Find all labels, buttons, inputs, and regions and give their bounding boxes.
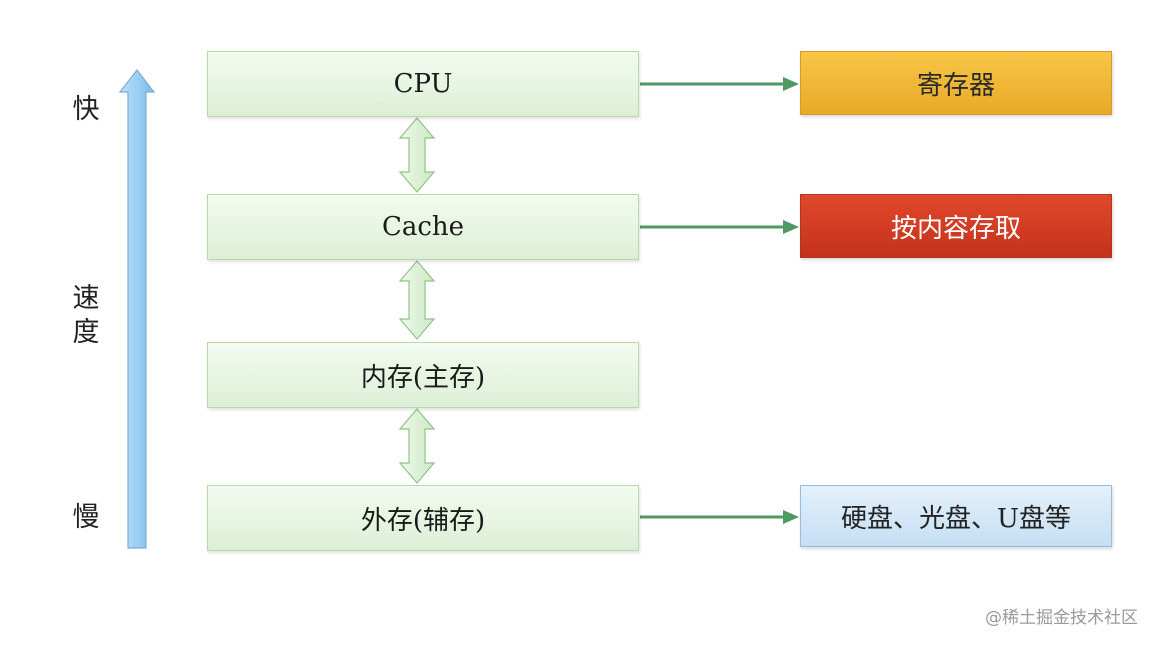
target-content-access-label: 按内容存取 [890, 213, 1021, 244]
target-disk-label: 硬盘、光盘、U盘等 [841, 503, 1071, 534]
speed-label-fast: 快 [72, 94, 100, 125]
double-arrow-cache-main-icon [398, 260, 436, 340]
level-main-memory: 内存(主存) [207, 342, 639, 408]
target-content-access: 按内容存取 [800, 194, 1112, 258]
speed-arrow-icon [118, 69, 156, 549]
level-cpu: CPU [207, 51, 639, 117]
level-external-memory: 外存(辅存) [207, 485, 639, 551]
level-external-memory-label: 外存(辅存) [360, 505, 486, 536]
level-cache-label: Cache [381, 212, 465, 242]
level-cpu-label: CPU [393, 69, 453, 99]
target-register: 寄存器 [800, 51, 1112, 115]
target-register-label: 寄存器 [916, 70, 995, 101]
level-main-memory-label: 内存(主存) [360, 362, 486, 393]
speed-label-speed: 速 度 [72, 283, 100, 348]
speed-label-slow: 慢 [72, 502, 100, 533]
double-arrow-cpu-cache-icon [398, 117, 436, 193]
target-disk: 硬盘、光盘、U盘等 [800, 485, 1112, 547]
connector-cpu-register [640, 77, 799, 91]
watermark: @稀土掘金技术社区 [985, 608, 1138, 628]
double-arrow-main-ext-icon [398, 408, 436, 484]
connector-cache-content [640, 220, 799, 234]
connector-ext-disk [640, 510, 799, 524]
level-cache: Cache [207, 194, 639, 260]
